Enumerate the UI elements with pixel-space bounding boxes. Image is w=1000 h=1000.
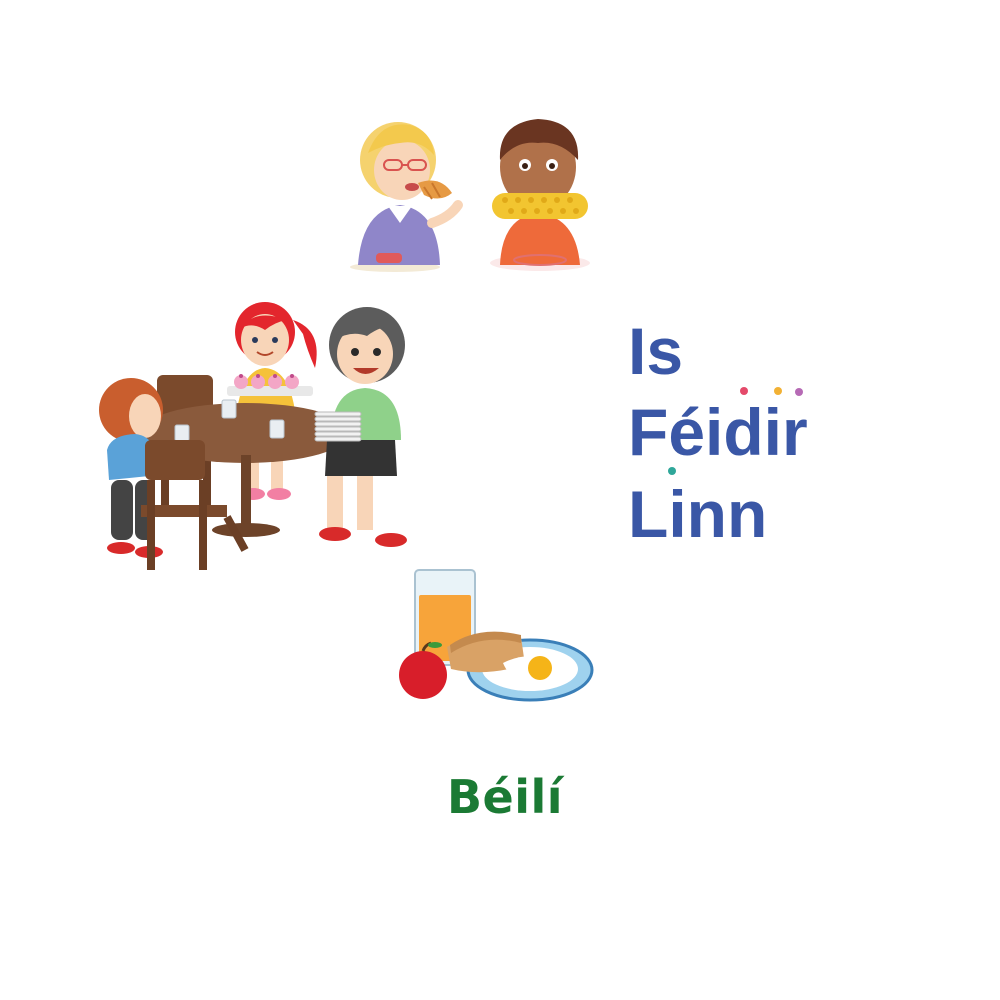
children-setting-table-illustration — [95, 290, 430, 585]
boy-at-table — [99, 378, 163, 558]
logo-dot-pink — [740, 387, 748, 395]
logo-dot-yellow — [774, 387, 782, 395]
logo-line-2: Féidir — [628, 395, 808, 469]
chair-front — [141, 440, 249, 570]
logo-dot-purple — [795, 388, 803, 396]
breakfast-plate-illustration — [395, 565, 595, 710]
logo-line-3: Linn — [628, 477, 767, 551]
page-caption: Béilí — [446, 770, 564, 824]
girl-with-cupcakes — [227, 302, 317, 500]
children-eating-illustration — [340, 105, 600, 275]
logo-dot-teal — [668, 467, 676, 475]
girl-eating-croissant — [350, 122, 463, 272]
is-feidir-linn-logo: Is Féidir Linn — [628, 312, 818, 552]
boy-eating-corn — [490, 119, 590, 271]
boy-with-plates — [314, 307, 407, 547]
logo-line-1: Is — [628, 314, 683, 388]
